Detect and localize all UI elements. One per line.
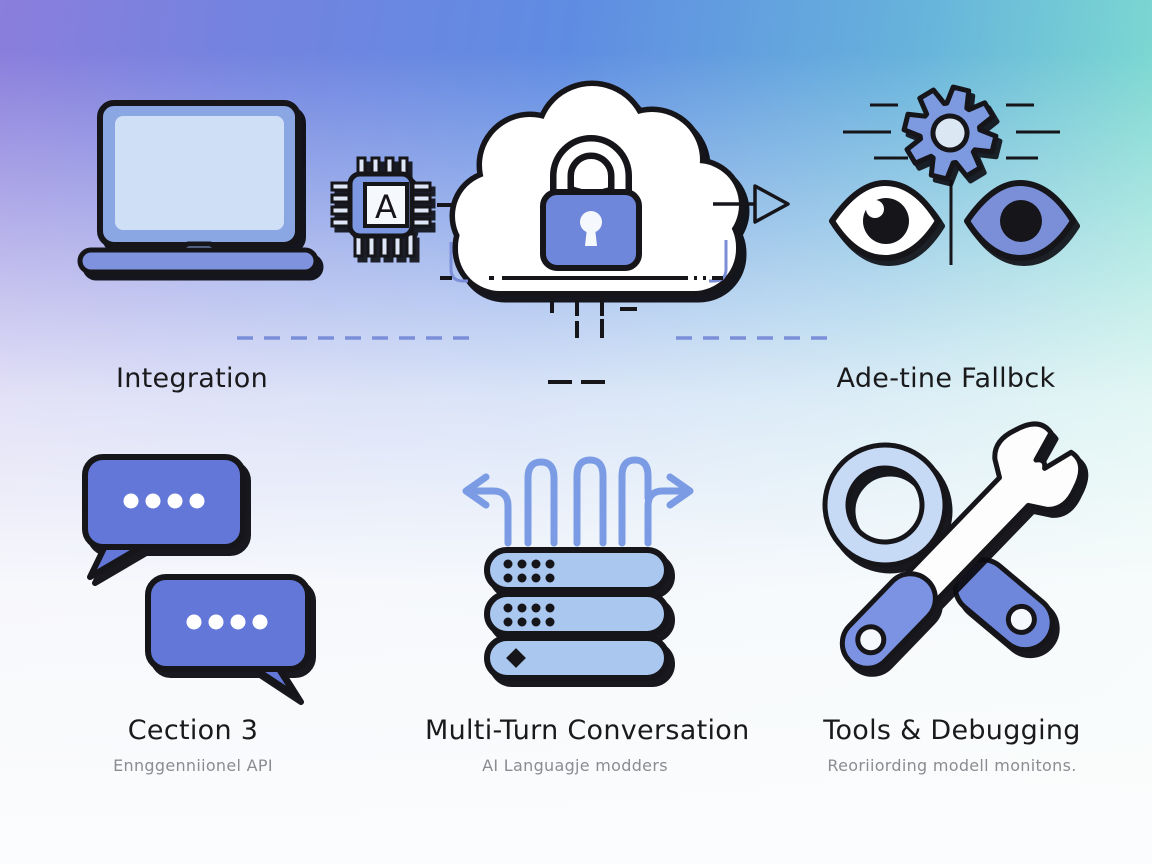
section-title-integration: Integration	[115, 363, 269, 394]
branch-arrows-icon	[462, 456, 694, 547]
eye-filled-icon	[964, 180, 1076, 261]
chat-bubble-right	[145, 574, 311, 699]
eye-outline-icon	[829, 180, 941, 261]
server-stack-icon	[484, 547, 670, 681]
section-title-tools-debugging: Tools & Debugging	[823, 715, 1081, 746]
wrench-icon	[839, 421, 1084, 671]
ai-chip-icon: A	[330, 156, 432, 258]
section-title-multi-turn: Multi-Turn Conversation	[425, 715, 750, 746]
gear-icon	[901, 84, 999, 182]
chat-bubbles-icon	[82, 454, 311, 699]
lock-icon	[540, 135, 642, 271]
section-subtitle-tools-debugging: Reoriiording modell monitons.	[827, 756, 1077, 775]
section-subtitle-multi-turn: AI Languagje modders	[482, 756, 668, 775]
section-subtitle-section-3: Ennggenniionel API	[113, 756, 273, 775]
secure-cloud-icon	[449, 80, 745, 297]
tick-marks	[550, 293, 637, 338]
gear-speed-lines	[843, 103, 1060, 160]
section-title-section-3: Cection 3	[127, 715, 259, 746]
arrow-right-icon	[713, 184, 790, 224]
section-title-adaptive-fallback: Ade-tine Fallbck	[836, 363, 1056, 394]
chat-bubble-left	[82, 454, 246, 580]
laptop-icon	[77, 100, 319, 275]
chip-letter: A	[375, 188, 397, 226]
